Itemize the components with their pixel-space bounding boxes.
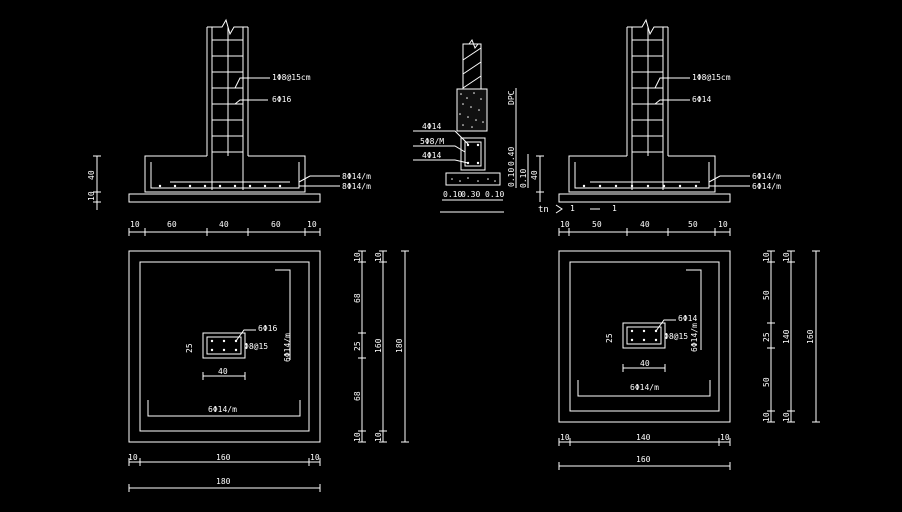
- middle-side-dim-2: 0.10: [507, 168, 516, 187]
- right-plan-overall-width: 160: [636, 455, 651, 464]
- right-dim-b4: 50: [688, 220, 698, 229]
- left-footing-section: 1Φ8@15cm 6Φ16 8Φ14/m 8Φ14/m 40 10 10 60 …: [87, 18, 371, 236]
- right-plan-column-label: 6Φ14: [678, 314, 697, 323]
- left-stirrup-label: 1Φ8@15cm: [272, 73, 311, 82]
- left-column-stirrups: [212, 27, 243, 156]
- left-plan-dim-b2: 160: [216, 453, 231, 462]
- left-mat-top-label: 8Φ14/m: [342, 172, 371, 181]
- right-mat-bottom-label: 6Φ14/m: [752, 182, 781, 191]
- middle-mark-1: 1: [570, 204, 575, 213]
- left-dim-b2: 60: [167, 220, 177, 229]
- middle-side-dim-1: 0.40: [507, 147, 516, 166]
- right-dim-b2: 50: [592, 220, 602, 229]
- right-footing-section: 1Φ8@15cm 6Φ14 6Φ14/m 6Φ14/m 40 10 50 40 …: [530, 18, 781, 236]
- middle-mark-2: 1: [612, 204, 617, 213]
- middle-bottom-dim-1: 0.10: [443, 190, 462, 199]
- middle-concrete-hatch: [459, 92, 484, 128]
- right-plan-dim-b1: 10: [560, 433, 570, 442]
- left-plan-rdim-top: 10: [374, 252, 383, 262]
- left-plan-rdim-mid: 160: [374, 338, 383, 353]
- left-plan-rdim-outer: 180: [395, 338, 404, 353]
- left-mat-bottom-label: 8Φ14/m: [342, 182, 371, 191]
- right-plan-rdim-5: 10: [762, 412, 771, 422]
- left-dim-b4: 60: [271, 220, 281, 229]
- left-plan-side-label: 6Φ14/m: [283, 333, 292, 362]
- right-dim-b3: 40: [640, 220, 650, 229]
- middle-vert-label: DPC: [507, 90, 516, 105]
- left-column-bar-label: 6Φ16: [272, 95, 291, 104]
- right-plan-rdim-outer: 160: [806, 329, 815, 344]
- left-footing-plan: 6Φ16 Φ8@15 25 40 6Φ14/m 6Φ14/m 10 160 10…: [128, 250, 409, 492]
- right-plan-dim-b2: 140: [636, 433, 651, 442]
- middle-right-text: tn: [538, 205, 549, 215]
- middle-label-mid: 5Φ8/M: [420, 137, 444, 146]
- right-column-bar-label: 6Φ14: [692, 95, 711, 104]
- left-plan-rdim-3: 25: [353, 341, 362, 351]
- left-plan-dim-b3: 10: [310, 453, 320, 462]
- right-plan-side-label: 6Φ14/m: [690, 323, 699, 352]
- right-footing-plan: 6Φ14 Φ8@15 25 40 6Φ14/m 6Φ14/m 10 140 10…: [558, 250, 820, 470]
- left-plan-dim-b1: 10: [128, 453, 138, 462]
- left-dim-b1: 10: [130, 220, 140, 229]
- right-plan-rdim-mid: 140: [782, 329, 791, 344]
- right-plan-rdim-top: 10: [782, 252, 791, 262]
- right-plan-rdim-3: 25: [762, 332, 771, 342]
- left-plan-rdim-5: 10: [353, 432, 362, 442]
- middle-bottom-dim-2: 0.30: [461, 190, 480, 199]
- middle-label-top: 4Φ14: [422, 122, 441, 131]
- right-stirrup-label: 1Φ8@15cm: [692, 73, 731, 82]
- left-plan-overall-width: 180: [216, 477, 231, 486]
- middle-bottom-dim-3: 0.10: [485, 190, 504, 199]
- left-plan-stirrup-label: Φ8@15: [244, 342, 268, 351]
- right-column-stirrups: [632, 27, 663, 156]
- right-dim-b1: 10: [560, 220, 570, 229]
- right-plan-dim-b3: 10: [720, 433, 730, 442]
- left-plan-bottom-label: 6Φ14/m: [208, 405, 237, 414]
- left-plan-column-label: 6Φ16: [258, 324, 277, 333]
- right-plan-bottom-label: 6Φ14/m: [630, 383, 659, 392]
- left-plan-rdim-1: 10: [353, 252, 362, 262]
- left-dim-b5: 10: [307, 220, 317, 229]
- right-dim-b5: 10: [718, 220, 728, 229]
- middle-wall-section: 4Φ14 5Φ8/M 4Φ14 DPC 0.40 0.10 0.10 0.10 …: [413, 38, 617, 215]
- right-plan-rdim-2: 50: [762, 290, 771, 300]
- left-plan-dim-40: 40: [218, 367, 228, 376]
- left-plan-rdim-bot: 10: [374, 432, 383, 442]
- right-plan-dim-25: 25: [605, 333, 614, 343]
- left-bottom-bars: [158, 184, 282, 188]
- left-dim-40: 40: [87, 170, 96, 180]
- right-plan-rdim-4: 50: [762, 377, 771, 387]
- right-plan-rdim-bot: 10: [782, 412, 791, 422]
- right-plan-stirrup-label: Φ8@15: [664, 332, 688, 341]
- right-plan-dim-40: 40: [640, 359, 650, 368]
- right-mat-top-label: 6Φ14/m: [752, 172, 781, 181]
- right-bottom-bars: [582, 184, 698, 188]
- middle-label-bot: 4Φ14: [422, 151, 441, 160]
- left-dim-b3: 40: [219, 220, 229, 229]
- left-plan-rdim-4: 68: [353, 391, 362, 401]
- middle-side-dim-3: 0.10: [519, 169, 528, 188]
- right-dim-40: 40: [530, 170, 539, 180]
- right-plan-rdim-1: 10: [762, 252, 771, 262]
- left-dim-10: 10: [87, 191, 96, 201]
- left-plan-dim-25: 25: [185, 343, 194, 353]
- left-plan-rdim-2: 68: [353, 293, 362, 303]
